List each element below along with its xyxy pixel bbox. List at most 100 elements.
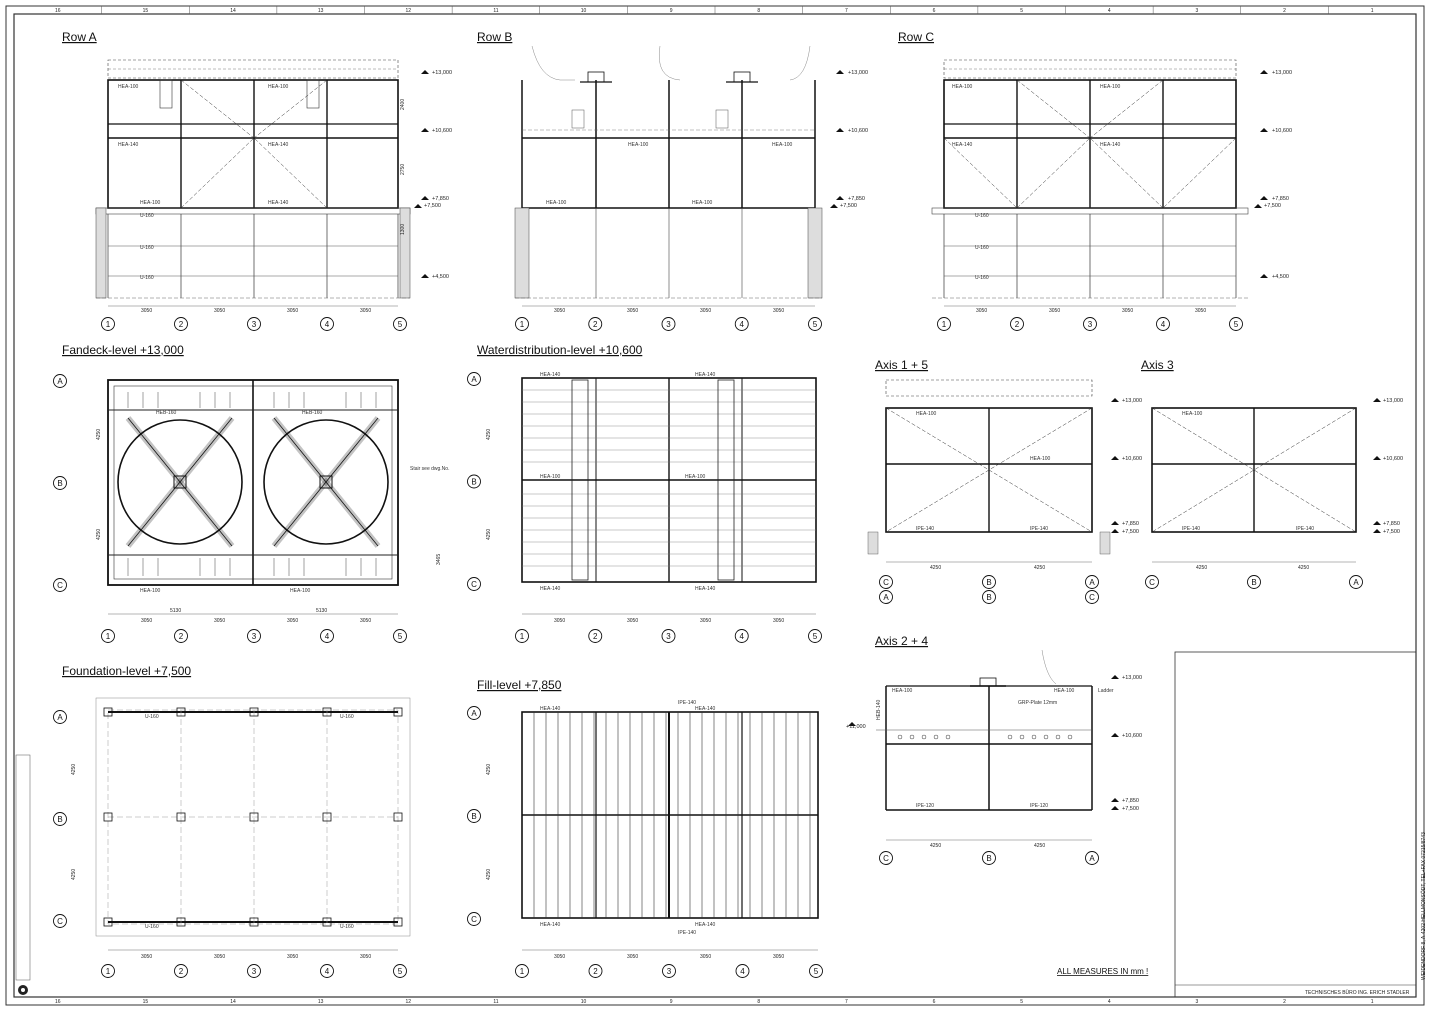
dim-3050: 3050 bbox=[214, 954, 225, 960]
dim-3050: 3050 bbox=[141, 308, 152, 314]
member-label: HEA-100 bbox=[546, 200, 567, 206]
border-col-2-top: 2 bbox=[1283, 8, 1286, 14]
member-label: HEA-100 bbox=[692, 200, 713, 206]
axis-bubble-a: A bbox=[1089, 578, 1095, 587]
border-col-12-top: 12 bbox=[406, 8, 412, 14]
dim-3050: 3050 bbox=[287, 618, 298, 624]
dim-4250: 4250 bbox=[1034, 843, 1045, 849]
dim-3050: 3050 bbox=[773, 308, 784, 314]
level-11000: +11,000 bbox=[846, 724, 866, 730]
level-7850: +7,850 bbox=[432, 196, 449, 202]
border-col-13-bottom: 13 bbox=[318, 999, 324, 1005]
member-label: HEA-140 bbox=[695, 922, 716, 928]
axis-bubble-c-circle bbox=[1085, 590, 1099, 604]
office-address: WEIDENDORF 8, A-4202 HELLMONSÖDT, TEL+FA… bbox=[1420, 832, 1427, 980]
axis-bubbles-letters: ABC bbox=[53, 710, 67, 928]
axis-bubble-c-circle bbox=[53, 914, 67, 928]
axis-bubble-2: 2 bbox=[179, 967, 184, 976]
member-label: HEB-160 bbox=[302, 410, 323, 416]
border-col-8-bottom: 8 bbox=[757, 999, 760, 1005]
dim-3050: 3050 bbox=[554, 308, 565, 314]
axis-bubble-4: 4 bbox=[325, 967, 330, 976]
level-7850: +7,850 bbox=[1383, 521, 1400, 527]
dim-3050: 3050 bbox=[1195, 308, 1206, 314]
row-c-title: Row C bbox=[898, 30, 934, 44]
axis-bubble-c-circle bbox=[879, 575, 893, 589]
member-label: HEB-160 bbox=[156, 410, 177, 416]
axis-bubble-b-circle bbox=[982, 575, 996, 589]
level-marker: +13,000 +10,600 +7,850 +7,500 +4,500 bbox=[414, 70, 452, 280]
member-label: HEA-100 bbox=[1100, 84, 1121, 90]
member-label: HEA-100 bbox=[118, 84, 139, 90]
member-label: HEA-100 bbox=[540, 474, 561, 480]
member-label: HEA-100 bbox=[685, 474, 706, 480]
border-col-3-top: 3 bbox=[1196, 8, 1199, 14]
axis-bubble-a-circle bbox=[1085, 575, 1099, 589]
axis-bubble-1: 1 bbox=[106, 632, 111, 641]
axis-bubble-c-circle bbox=[467, 912, 481, 926]
level-13000: +13,000 bbox=[1122, 398, 1142, 404]
foundation-plan: Foundation-level +7,500 U-160 U-160 U-16… bbox=[53, 664, 411, 978]
level-10600: +10,600 bbox=[1383, 456, 1403, 462]
axis-bubble-b: B bbox=[986, 854, 991, 863]
foundation-title: Foundation-level +7,500 bbox=[62, 664, 191, 678]
axis-bubble-a: A bbox=[471, 375, 477, 384]
dim-3050: 3050 bbox=[773, 954, 784, 960]
axis-bubble-3: 3 bbox=[1088, 320, 1093, 329]
axis-bubble-a: A bbox=[1353, 578, 1359, 587]
level-10600: +10,600 bbox=[1272, 128, 1292, 134]
border-col-15-bottom: 15 bbox=[143, 999, 149, 1005]
dim-4250: 4250 bbox=[486, 869, 492, 880]
axis-bubble-5: 5 bbox=[398, 320, 403, 329]
axis-bubble-a-circle bbox=[879, 590, 893, 604]
axis-bubble-4-circle bbox=[734, 317, 749, 331]
axis-bubble-3-circle bbox=[1083, 317, 1097, 331]
axis-bubble-c: C bbox=[1149, 578, 1155, 587]
axis-bubble-c: C bbox=[471, 915, 477, 924]
border-col-8-top: 8 bbox=[757, 8, 760, 14]
border-column-markers: 1616151514141313121211111010998877665544… bbox=[55, 6, 1374, 1005]
axis-bubble-2-circle bbox=[174, 629, 188, 643]
border-col-7-bottom: 7 bbox=[845, 999, 848, 1005]
axis-2-4-elevation: Axis 2 + 4 HEA-100 HEA-100 IPE-120 IPE-1… bbox=[846, 634, 1142, 865]
member-label: HEA-140 bbox=[695, 706, 716, 712]
border-col-10-bottom: 10 bbox=[581, 999, 587, 1005]
axis-bubble-b: B bbox=[471, 812, 476, 821]
axis-bubble-4: 4 bbox=[740, 632, 745, 641]
axis-bubble-1-circle bbox=[101, 317, 115, 331]
dim-3465: 3465 bbox=[436, 554, 442, 565]
level-7850: +7,850 bbox=[1272, 196, 1289, 202]
outer-border bbox=[5, 5, 1425, 1006]
axis-bubbles-letters: ABC bbox=[467, 706, 481, 926]
fandeck-title: Fandeck-level +13,000 bbox=[62, 343, 184, 357]
row-a-drawing: Row A +13,000 bbox=[62, 30, 452, 331]
axis-bubble-5-circle bbox=[1229, 317, 1243, 331]
axis-bubble-c: C bbox=[883, 578, 889, 587]
axis-bubble-b-circle bbox=[467, 474, 481, 489]
axis-bubble-4-circle bbox=[735, 964, 750, 978]
axis24-title: Axis 2 + 4 bbox=[875, 634, 928, 648]
axis-bubble-2-circle bbox=[588, 629, 603, 643]
border-col-12-bottom: 12 bbox=[406, 999, 412, 1005]
dim-3050: 3050 bbox=[360, 618, 371, 624]
dim-3050: 3050 bbox=[554, 954, 565, 960]
axis-bubble-a: A bbox=[883, 593, 889, 602]
member-label: IPE-140 bbox=[916, 526, 934, 532]
member-label: HEA-100 bbox=[140, 200, 161, 206]
border-col-9-bottom: 9 bbox=[670, 999, 673, 1005]
axis-bubble-a-circle bbox=[53, 374, 67, 388]
axis-bubble-5-circle bbox=[809, 964, 823, 978]
axis-bubble-4-circle bbox=[734, 629, 749, 643]
border-col-1-top: 1 bbox=[1371, 8, 1374, 14]
axis-bubble-a: A bbox=[57, 377, 63, 386]
member-label: HEA-140 bbox=[540, 706, 561, 712]
border-col-5-top: 5 bbox=[1020, 8, 1023, 14]
waterdist-title: Waterdistribution-level +10,600 bbox=[477, 343, 643, 357]
axis-bubble-3-circle bbox=[247, 964, 261, 978]
row-b-title: Row B bbox=[477, 30, 512, 44]
level-7500: +7,500 bbox=[1122, 806, 1139, 812]
axis-bubble-3: 3 bbox=[252, 967, 257, 976]
member-label: IPE-140 bbox=[1296, 526, 1314, 532]
